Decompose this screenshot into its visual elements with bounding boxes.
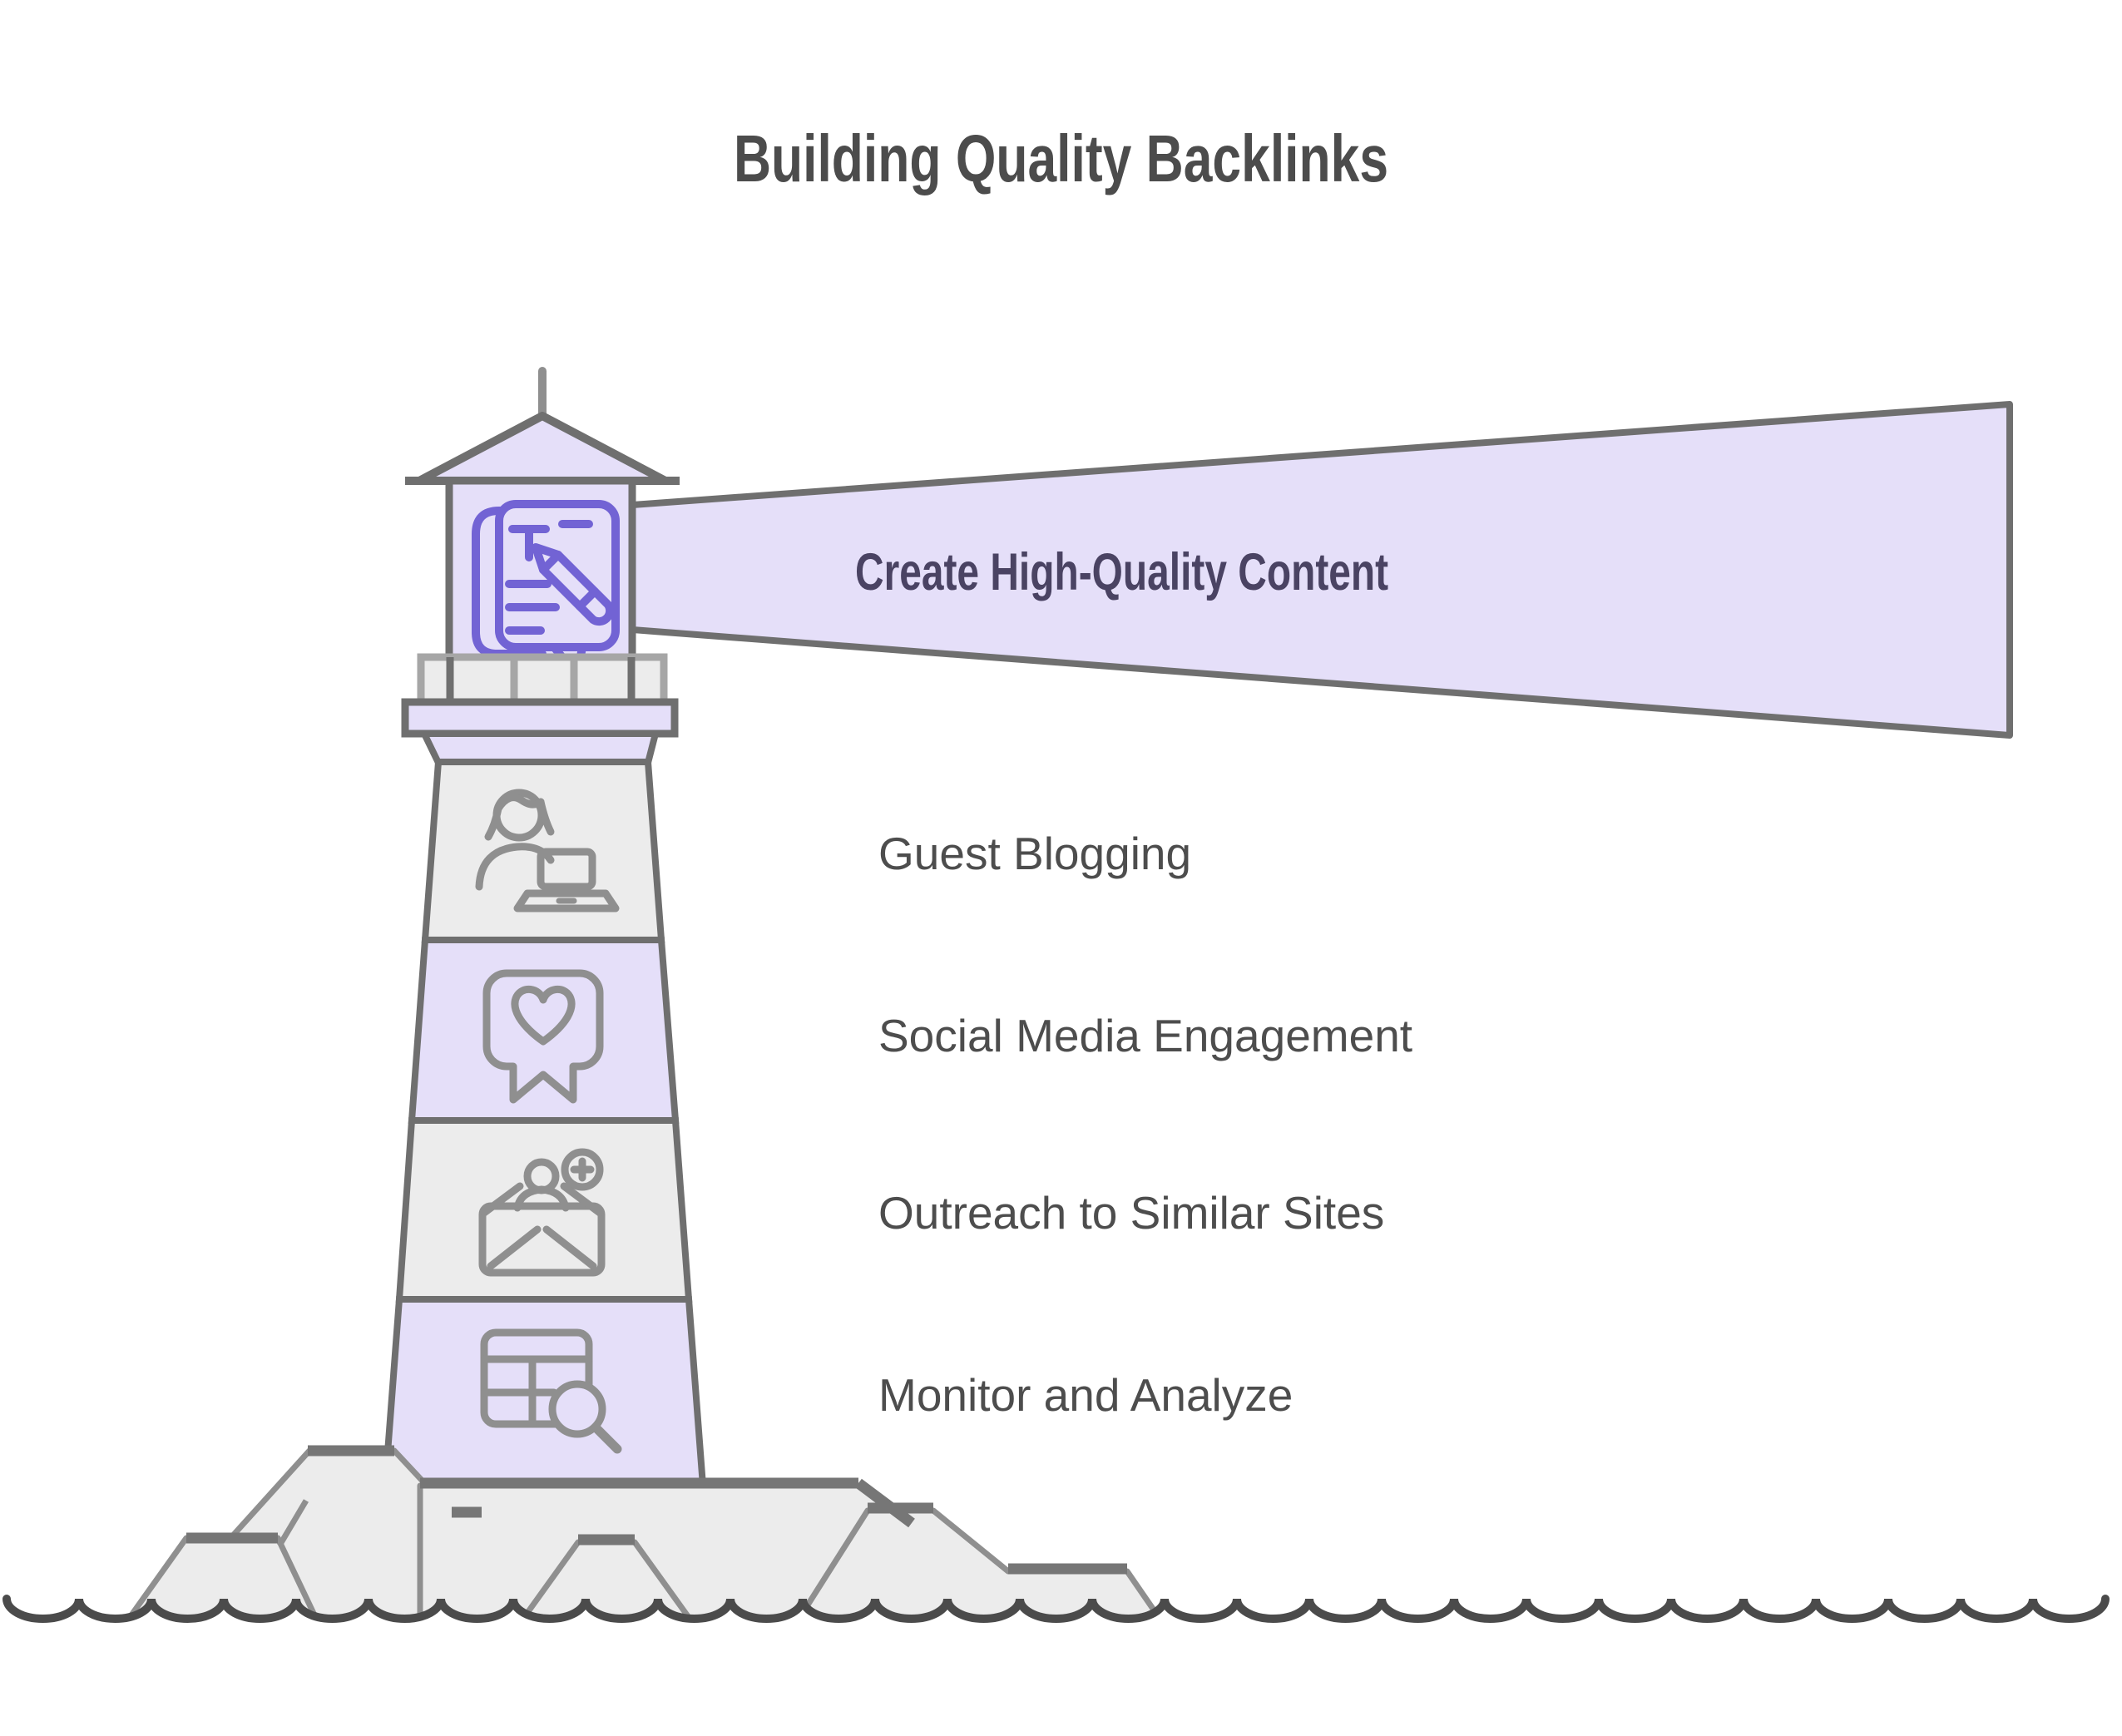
tower-neck bbox=[418, 730, 660, 766]
lighthouse-roof bbox=[415, 412, 670, 485]
lighthouse bbox=[381, 367, 707, 1489]
gallery-platform bbox=[401, 698, 679, 738]
step-label-create-content: Create High-Quality Content bbox=[855, 543, 1389, 601]
person-laptop-icon bbox=[475, 789, 620, 913]
step-label-social-media: Social Media Engagement bbox=[878, 1010, 1413, 1061]
heart-message-icon bbox=[482, 969, 604, 1104]
step-label-outreach: Outreach to Similar Sites bbox=[878, 1187, 1385, 1239]
page-title: Building Quality Backlinks bbox=[733, 121, 1389, 195]
step-label-monitor-analyze: Monitor and Analyze bbox=[878, 1369, 1293, 1421]
wave-line bbox=[2, 1595, 2110, 1623]
table-magnifier-icon bbox=[480, 1328, 622, 1454]
gallery-railing bbox=[417, 653, 668, 706]
envelope-add-person-icon bbox=[478, 1148, 606, 1277]
sea-waves bbox=[0, 1595, 2122, 1736]
wave-fill bbox=[0, 1599, 2122, 1736]
step-label-guest-blogging: Guest Blogging bbox=[878, 828, 1192, 879]
tower-segment-2 bbox=[408, 937, 680, 1124]
